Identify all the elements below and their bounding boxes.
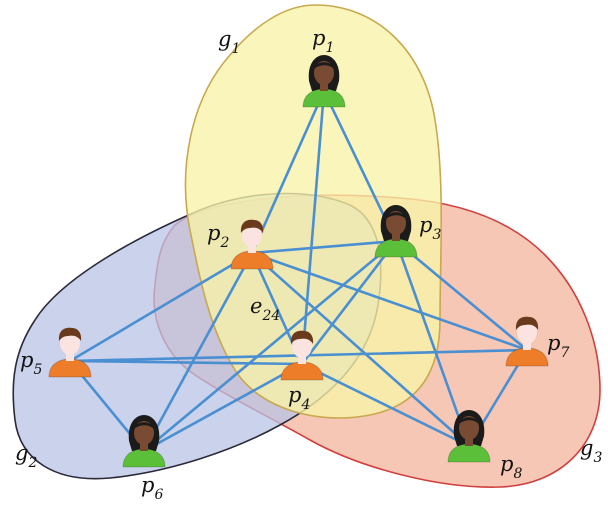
edge-p2-p6 (142, 251, 254, 453)
persons-layer (48, 55, 549, 468)
person-label-p4: p4 (288, 383, 310, 413)
edge-p2-p5 (68, 251, 254, 363)
person-icon-p7 (505, 316, 549, 367)
edge-p4-p6 (142, 362, 304, 453)
edge-p2-p3 (250, 239, 398, 255)
person-label-p3: p3 (419, 213, 441, 243)
edge-p2-p8 (250, 251, 471, 448)
edge-p3-p8 (394, 239, 471, 448)
person-icon-p5 (48, 327, 92, 378)
group-label-g1: g1 (218, 27, 240, 57)
edge-p3-p7 (394, 239, 529, 352)
person-icon-p8 (447, 410, 491, 463)
edges-layer (68, 89, 529, 453)
person-icon-p3 (374, 205, 418, 258)
group-label-g2: g2 (15, 441, 37, 471)
edge-p3-p6 (142, 239, 398, 453)
edge-p1-p2 (250, 89, 326, 255)
person-label-p7: p7 (547, 331, 569, 361)
person-label-p2: p2 (207, 221, 229, 251)
person-icon-p4 (280, 330, 324, 381)
edge-p2-p7 (250, 251, 529, 352)
person-icon-p2 (230, 219, 274, 270)
group-label-g3: g3 (580, 436, 602, 466)
edge-p1-p4 (300, 89, 326, 366)
person-icon-p6 (122, 415, 166, 468)
person-label-p1: p1 (312, 26, 334, 56)
person-label-p5: p5 (20, 348, 42, 378)
edge-p4-p5 (68, 359, 304, 366)
edge-label-e24: e24 (250, 294, 280, 324)
person-icon-p1 (302, 55, 346, 108)
person-label-p8: p8 (500, 452, 522, 482)
edge-p4-p8 (300, 362, 471, 448)
edge-p3-p4 (300, 239, 398, 366)
person-label-p6: p6 (141, 473, 163, 503)
